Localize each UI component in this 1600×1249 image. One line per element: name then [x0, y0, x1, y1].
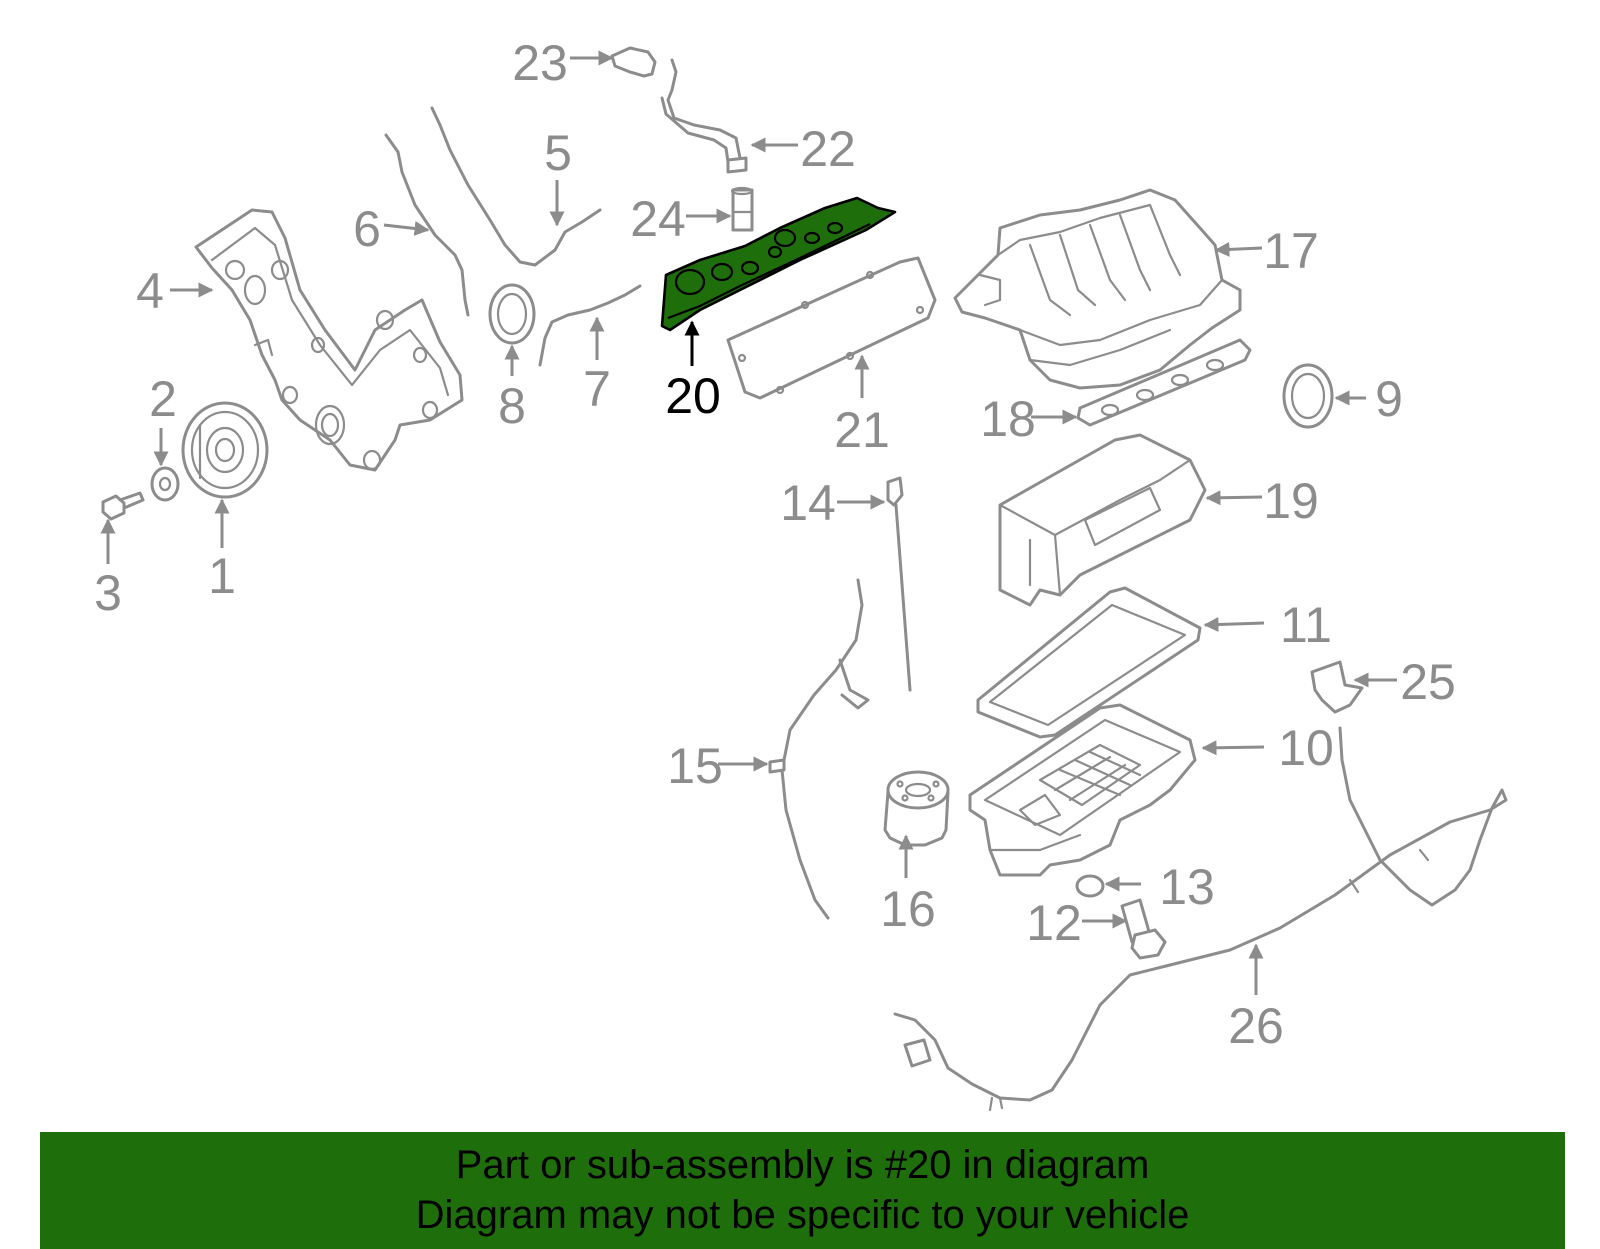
part-15-dipstick-tube — [768, 578, 870, 920]
part-6-gasket — [384, 133, 470, 317]
callout-10: 10 — [1278, 720, 1334, 776]
part-2-washer — [150, 466, 180, 502]
part-14-dipstick — [886, 476, 912, 692]
leader-arrows — [100, 50, 1397, 995]
callout-8: 8 — [498, 378, 526, 434]
callout-18: 18 — [980, 391, 1036, 447]
part-22-pcv-hose — [660, 58, 748, 174]
part-13-oring — [1075, 874, 1105, 898]
callout-25: 25 — [1400, 654, 1456, 710]
callout-6: 6 — [353, 201, 381, 257]
part-8-seal — [488, 283, 536, 345]
part-3-bolt — [101, 491, 145, 521]
part-26-wiring-harness — [893, 726, 1508, 1112]
part-24-connector — [730, 186, 754, 232]
callout-7: 7 — [583, 361, 611, 417]
callout-26: 26 — [1228, 998, 1284, 1054]
callout-20: 20 — [665, 368, 721, 424]
part-5-gasket — [430, 106, 602, 267]
part-10-lower-oil-pan — [968, 703, 1197, 877]
callout-17: 17 — [1263, 223, 1319, 279]
callout-13: 13 — [1159, 859, 1215, 915]
callout-14: 14 — [780, 475, 836, 531]
banner-line-disclaimer: Diagram may not be specific to your vehi… — [415, 1193, 1190, 1237]
part-9-rear-seal — [1282, 363, 1334, 429]
part-25-bracket — [1310, 660, 1364, 714]
part-21-gasket — [726, 256, 937, 400]
part-11-pan-gasket — [976, 586, 1202, 739]
callout-24: 24 — [630, 191, 686, 247]
callout-5: 5 — [544, 125, 572, 181]
callout-16: 16 — [880, 881, 936, 937]
callout-2: 2 — [149, 371, 177, 427]
callout-4: 4 — [136, 263, 164, 319]
part-23-cap — [610, 46, 657, 78]
part-18-intake-gasket — [1076, 338, 1252, 427]
part-19-upper-oil-pan — [998, 433, 1207, 607]
callout-22: 22 — [800, 121, 856, 177]
banner-line-part: Part or sub-assembly is #20 in diagram — [455, 1143, 1150, 1187]
callout-3: 3 — [94, 565, 122, 621]
callout-12: 12 — [1026, 895, 1082, 951]
part-1-crank-pulley — [181, 401, 269, 499]
callout-21: 21 — [834, 402, 890, 458]
part-20-valve-cover — [660, 196, 897, 332]
info-banner: Part or sub-assembly is #20 in diagram D… — [40, 1132, 1565, 1249]
part-7-gasket — [538, 284, 642, 367]
part-16-oil-filter — [883, 770, 950, 847]
part-4-timing-cover — [194, 208, 464, 472]
callout-19: 19 — [1263, 473, 1319, 529]
callout-1: 1 — [208, 548, 236, 604]
part-12-drain-bolt — [1120, 898, 1167, 960]
callout-23: 23 — [512, 35, 568, 91]
callout-15: 15 — [667, 738, 723, 794]
callout-numbers: 1 2 3 4 5 6 7 8 9 10 11 12 13 14 15 16 1… — [94, 35, 1456, 1054]
part-17-intake-manifold — [953, 188, 1242, 390]
callout-9: 9 — [1375, 371, 1403, 427]
callout-11: 11 — [1280, 597, 1332, 653]
